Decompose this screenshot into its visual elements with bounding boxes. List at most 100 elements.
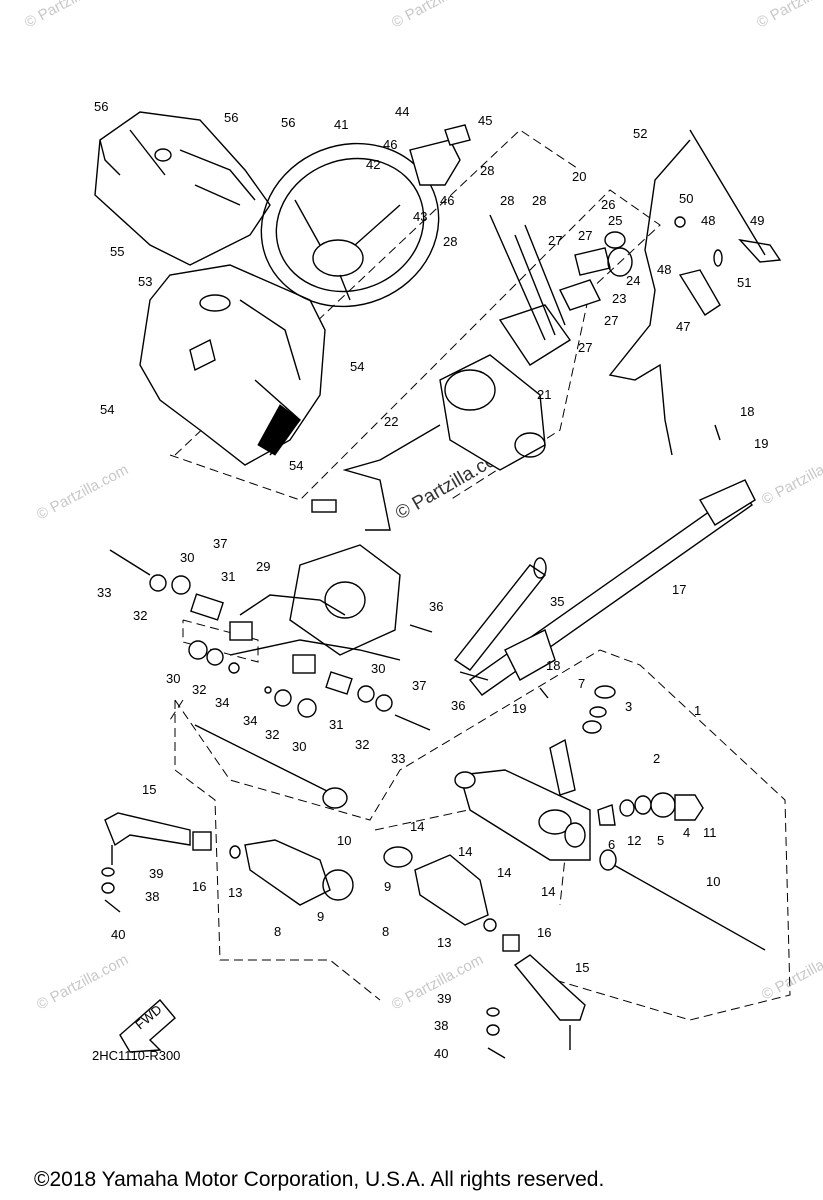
bushings — [149, 574, 393, 718]
callout-30: 30 — [371, 661, 385, 676]
watermark: © Partzilla.com — [759, 941, 823, 1003]
callout-1: 1 — [694, 703, 701, 718]
callout-28: 28 — [500, 193, 514, 208]
callout-27: 27 — [604, 313, 618, 328]
callout-37: 37 — [412, 678, 426, 693]
callout-8: 8 — [274, 924, 281, 939]
callout-3: 3 — [625, 699, 632, 714]
callout-27: 27 — [578, 228, 592, 243]
rack-assembly-boundary — [174, 700, 381, 1001]
callout-20: 20 — [572, 169, 586, 184]
callout-43: 43 — [413, 209, 427, 224]
callout-41: 41 — [334, 117, 348, 132]
callout-14: 14 — [410, 819, 424, 834]
callout-7: 7 — [578, 676, 585, 691]
callout-55: 55 — [110, 244, 124, 259]
callout-31: 31 — [221, 569, 235, 584]
column-assembly-boundary — [169, 189, 661, 501]
callout-27: 27 — [578, 340, 592, 355]
callout-40: 40 — [434, 1046, 448, 1061]
upper-cover — [94, 111, 271, 266]
steering-column — [489, 214, 633, 366]
watermark: © Partzilla.com — [389, 0, 486, 32]
callout-24: 24 — [626, 273, 640, 288]
mounting-bracket — [229, 544, 401, 661]
callout-56: 56 — [94, 99, 108, 114]
callouts: 56 56 56 41 44 45 46 42 43 46 55 53 54 5… — [94, 99, 768, 1061]
callout-34: 34 — [243, 713, 257, 728]
steering-damper — [453, 557, 547, 671]
callout-9: 9 — [384, 879, 391, 894]
watermark: © Partzilla.com — [34, 951, 131, 1013]
callout-9: 9 — [317, 909, 324, 924]
callout-35: 35 — [550, 594, 564, 609]
callout-2: 2 — [653, 751, 660, 766]
callout-21: 21 — [537, 387, 551, 402]
callout-45: 45 — [478, 113, 492, 128]
callout-27: 27 — [548, 233, 562, 248]
callout-19: 19 — [512, 701, 526, 716]
callout-17: 17 — [672, 582, 686, 597]
lower-cover — [139, 264, 326, 466]
callout-28: 28 — [532, 193, 546, 208]
callout-25: 25 — [608, 213, 622, 228]
hub-cap — [409, 124, 471, 186]
callout-18: 18 — [740, 404, 754, 419]
callout-40: 40 — [111, 927, 125, 942]
boots — [229, 839, 497, 932]
callout-10: 10 — [337, 833, 351, 848]
callout-32: 32 — [133, 608, 147, 623]
callout-11: 11 — [703, 825, 717, 840]
callout-30: 30 — [292, 739, 306, 754]
callout-36: 36 — [451, 698, 465, 713]
callout-15: 15 — [575, 960, 589, 975]
callout-19: 19 — [754, 436, 768, 451]
callout-56: 56 — [224, 110, 238, 125]
callout-46: 46 — [383, 137, 397, 152]
callout-53: 53 — [138, 274, 152, 289]
callout-52: 52 — [633, 126, 647, 141]
callout-32: 32 — [355, 737, 369, 752]
callout-29: 29 — [256, 559, 270, 574]
callout-15: 15 — [142, 782, 156, 797]
callout-10: 10 — [706, 874, 720, 889]
callout-33: 33 — [97, 585, 111, 600]
callout-44: 44 — [395, 104, 409, 119]
callout-33: 33 — [391, 751, 405, 766]
callout-14: 14 — [541, 884, 555, 899]
cable-and-shaft — [468, 139, 756, 696]
callout-38: 38 — [434, 1018, 448, 1033]
callout-37: 37 — [213, 536, 227, 551]
callout-42: 42 — [366, 157, 380, 172]
callout-6: 6 — [608, 837, 615, 852]
callout-39: 39 — [437, 991, 451, 1006]
callout-22: 22 — [384, 414, 398, 429]
watermark: © Partzilla.com — [34, 461, 131, 523]
watermark: © Partzilla.com — [22, 0, 119, 32]
watermark: © Partzilla.com — [754, 0, 823, 32]
callout-48: 48 — [701, 213, 715, 228]
callout-16: 16 — [192, 879, 206, 894]
callout-14: 14 — [497, 865, 511, 880]
callout-39: 39 — [149, 866, 163, 881]
callout-49: 49 — [750, 213, 764, 228]
callout-34: 34 — [215, 695, 229, 710]
callout-32: 32 — [265, 727, 279, 742]
callout-36: 36 — [429, 599, 443, 614]
callout-47: 47 — [676, 319, 690, 334]
bracket-boundary — [182, 619, 259, 663]
callout-30: 30 — [180, 550, 194, 565]
callout-30: 30 — [166, 671, 180, 686]
steering-rack — [194, 685, 766, 951]
watermark: © Partzilla.com — [759, 446, 823, 508]
callout-8: 8 — [382, 924, 389, 939]
tie-rod-ends — [101, 812, 586, 1059]
steering-wheel — [260, 142, 440, 308]
callout-5: 5 — [657, 833, 664, 848]
callout-16: 16 — [537, 925, 551, 940]
callout-28: 28 — [480, 163, 494, 178]
callout-14: 14 — [458, 844, 472, 859]
callout-54: 54 — [289, 458, 303, 473]
callout-54: 54 — [350, 359, 364, 374]
